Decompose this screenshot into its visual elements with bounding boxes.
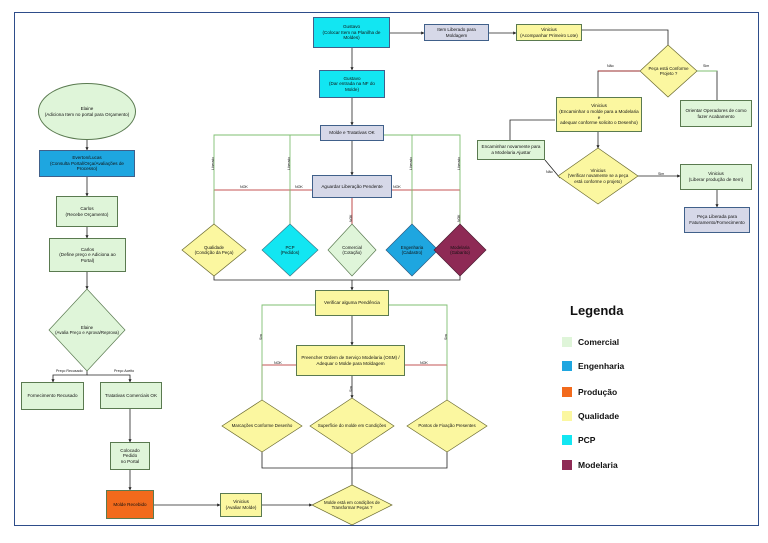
node-carlos-define: Carlos (Define preço e Adiciona ao Porta… (49, 238, 126, 272)
decision-superficie (309, 397, 395, 455)
edge-sim-branch (697, 70, 718, 100)
legend-label: PCP (578, 435, 596, 445)
label-molde-condicoes: Molde está em condições de Transformar P… (324, 499, 380, 510)
legend-item-producao: Produção (562, 386, 617, 398)
node-preencher-osm: Preencher Ordem de Serviço Modelaria (OS… (296, 345, 405, 376)
legend-label: Comercial (578, 337, 620, 347)
label-pcp: PCP (Pedidos) (280, 244, 300, 255)
edge-merge-to-verif (213, 270, 461, 281)
legend-swatch-comercial (562, 337, 572, 347)
edge-bottom-merge (261, 452, 448, 469)
edge-label-nao-verif: Não (546, 170, 553, 174)
edge-label-sim-mid: Sim (349, 386, 353, 392)
node-verificar-pendencia: Verificar alguma Pendência (315, 290, 389, 316)
legend-label: Produção (578, 387, 618, 397)
edge-enc-back (509, 119, 555, 140)
edge-verif-to-enc (544, 159, 561, 179)
decision-engenharia (385, 223, 439, 277)
edge-label-liberado-3: Liberado (409, 156, 413, 170)
node-carlos-recebe: Carlos (Recebe Orçamento) (56, 196, 118, 227)
legend-item-pcp: PCP (562, 434, 595, 446)
decision-molde-condicoes (311, 484, 393, 526)
node-vinicius-acompanhar: Vinicius (Acompanhar Primeiro Lote) (516, 24, 582, 41)
node-orientar-operadores: Orientar Operadores de como fazer Acabam… (680, 100, 752, 127)
node-gustavo-nf: Gustavo (Dar entrada na NF do Molde) (319, 70, 385, 98)
node-vinicius-avaliar: Vinicius (Avaliar Molde) (220, 493, 262, 517)
decision-marcacoes (221, 399, 303, 453)
decision-verificar-novamente (557, 147, 639, 205)
edge-label-liberado-4: Liberado (457, 156, 461, 170)
edge-label-nok-1: NOK (240, 185, 248, 189)
label-comercial: Comercial (Cotação) (342, 244, 362, 255)
label-pontos: Pontos de Fixação Presentes (418, 423, 476, 429)
legend-title: Legenda (570, 303, 624, 318)
node-aguardar-liberacao: Aguardar Liberação Pendente (312, 175, 392, 198)
node-colocado-pedido: Colocado Pedido no Portal (110, 442, 150, 470)
edge-label-sim-verif: Sim (658, 172, 665, 176)
edge-label-nok-osm-right: NOK (420, 361, 428, 365)
edge-label-nao: Não (607, 64, 614, 68)
legend-item-qualidade: Qualidade (562, 410, 619, 422)
node-vinicius-encaminhar: Vinicius (Encaminhar o molde para a Mode… (556, 97, 642, 132)
legend-item-modelaria: Modelaria (562, 459, 618, 471)
decision-qualidade (181, 223, 247, 277)
edge-label-nok-3: NOK (393, 185, 401, 189)
edge-nao-branch (597, 70, 640, 97)
legend-swatch-producao (562, 387, 572, 397)
legend-swatch-pcp (562, 435, 572, 445)
decision-peca-conforme (639, 44, 698, 98)
edge-label-liberado-1: Liberado (211, 156, 215, 170)
edge-label-sim-left: Sim (259, 334, 263, 340)
edge-label-sim-right: Sim (444, 334, 448, 340)
legend-swatch-engenharia (562, 361, 572, 371)
label-elaine-avalia: Elaine (Avalia Preço e Aprova/Reprova) (55, 324, 119, 335)
edge-label-sim-top: Sim (703, 64, 710, 68)
edge-aceito (87, 374, 132, 383)
edge-label-nok-osm-left: NOK (274, 361, 282, 365)
edge-label-liberado-2: Liberado (287, 156, 291, 170)
edge-label-preco-aceito: Preço Aceito (114, 369, 135, 373)
legend-swatch-modelaria (562, 460, 572, 470)
label-superficie: Superfície do molde em Condições (317, 423, 387, 429)
legend-item-comercial: Comercial (562, 336, 619, 348)
edge-label-nok-v2: NOK (457, 214, 461, 222)
node-item-liberado: Item Liberado para Moldagem (424, 24, 489, 41)
label-marcacoes: Marcações Conforme Desenho (231, 423, 293, 429)
node-vinicius-liberar: Vinicius (Liberar produção de Item) (680, 164, 752, 190)
label-vinicius-verificar: Vinicius (Verificar novamente se a peça … (567, 167, 629, 184)
legend-label: Engenharia (578, 361, 625, 371)
label-engenharia: Engenharia (Cadastro) (400, 244, 424, 255)
edge-label-preco-recusado: Preço Recusado (56, 369, 83, 373)
edge-vinicius-to-decision (582, 29, 669, 45)
decision-comercial (327, 223, 377, 277)
node-tratativas-comerciais: Tratativas Comerciais OK (100, 382, 162, 409)
decision-modelaria (433, 223, 487, 277)
node-everton-lucas: Everton/Lucas (Consulta Portal/Orça/Aval… (39, 150, 135, 177)
node-elaine-adiciona: Elaine (Adiciona Item no portal para Orç… (38, 83, 136, 140)
node-encaminhar-novamente: Encaminhar novamente para a Modelaria Aj… (477, 140, 545, 160)
node-gustavo-planilha: Gustavo (Colocar Item na Planilha de Mol… (313, 17, 390, 48)
node-molde-recebido: Molde Recebido (106, 490, 154, 519)
edge-nok-osm-right (405, 364, 448, 400)
node-peca-liberada: Peça Liberada para Faturamento/Fornecime… (684, 207, 750, 233)
label-qualidade: Qualidade (Condição da Peça) (194, 244, 234, 255)
node-fornecimento-recusado: Fornecimento Recusado (21, 382, 84, 410)
legend-label: Qualidade (578, 411, 620, 421)
decision-pontos (406, 399, 488, 453)
label-peca-conforme: Peça está Conforme Projeto ? (648, 65, 689, 76)
legend-label: Modelaria (578, 460, 618, 470)
edge-nok-osm-left (261, 364, 296, 400)
edge-label-nok-2: NOK (295, 185, 303, 189)
decision-pcp (261, 223, 319, 277)
label-modelaria: Modelaria (Gabarito) (450, 244, 470, 255)
decision-elaine-avalia (48, 288, 126, 372)
edge-label-nok-v1: NOK (349, 214, 353, 222)
node-molde-tratativas: Molde e Tratativas OK (320, 125, 384, 141)
legend-swatch-qualidade (562, 411, 572, 421)
legend-item-engenharia: Engenharia (562, 360, 624, 372)
edge-recusado (51, 371, 88, 383)
